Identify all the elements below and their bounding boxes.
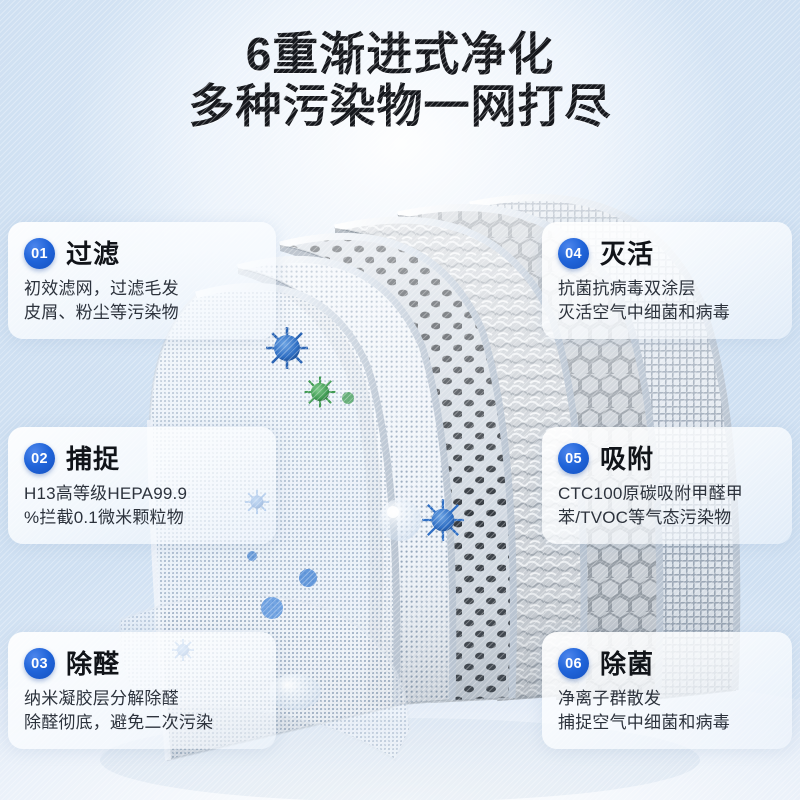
feature-badge-05: 05 xyxy=(558,443,589,474)
feature-title-05: 吸附 xyxy=(600,443,655,474)
page-title: 6重渐进式净化 多种污染物一网打尽 xyxy=(0,28,800,133)
dust-particle xyxy=(247,551,257,561)
feature-card-03-head: 03 除醛 xyxy=(24,648,260,679)
dust-particle xyxy=(261,597,283,619)
feature-card-06-head: 06 除菌 xyxy=(558,648,776,679)
feature-body-05-line-2: 苯/TVOC等气态污染物 xyxy=(558,508,732,528)
virus-green-icon xyxy=(304,376,336,408)
feature-card-03[interactable]: 03 除醛 纳米凝胶层分解除醛 除醛彻底，避免二次污染 xyxy=(8,632,276,750)
feature-body-05-line-1: CTC100原碳吸附甲醛甲 xyxy=(558,484,743,503)
feature-title-04: 灭活 xyxy=(600,238,655,269)
feature-card-05[interactable]: 05 吸附 CTC100原碳吸附甲醛甲 苯/TVOC等气态污染物 xyxy=(542,427,792,545)
feature-body-02-line-1: H13高等级HEPA99.9 xyxy=(24,484,188,503)
feature-badge-02: 02 xyxy=(24,443,55,474)
feature-badge-03: 03 xyxy=(24,648,55,679)
feature-title-01: 过滤 xyxy=(66,238,121,269)
feature-body-02-line-2: %拦截0.1微米颗粒物 xyxy=(24,508,184,528)
feature-body-03-line-2: 除醛彻底，避免二次污染 xyxy=(24,713,214,733)
feature-body-04: 抗菌抗病毒双涂层 灭活空气中细菌和病毒 xyxy=(558,277,776,325)
virus-blue-icon-2 xyxy=(422,499,464,541)
feature-card-01[interactable]: 01 过滤 初效滤网，过滤毛发 皮屑、粉尘等污染物 xyxy=(8,222,276,340)
feature-body-06-line-1: 净离子群散发 xyxy=(558,689,662,708)
feature-body-03: 纳米凝胶层分解除醛 除醛彻底，避免二次污染 xyxy=(24,687,260,735)
dust-particle xyxy=(342,392,354,404)
feature-title-06: 除菌 xyxy=(600,648,655,679)
feature-title-02: 捕捉 xyxy=(66,443,121,474)
feature-badge-04: 04 xyxy=(558,238,589,269)
feature-card-04-head: 04 灭活 xyxy=(558,238,776,269)
feature-card-02-head: 02 捕捉 xyxy=(24,443,260,474)
feature-body-01: 初效滤网，过滤毛发 皮屑、粉尘等污染物 xyxy=(24,277,260,325)
feature-card-02[interactable]: 02 捕捉 H13高等级HEPA99.9 %拦截0.1微米颗粒物 xyxy=(8,427,276,545)
feature-body-03-line-1: 纳米凝胶层分解除醛 xyxy=(24,689,179,708)
feature-body-06: 净离子群散发 捕捉空气中细菌和病毒 xyxy=(558,687,776,735)
dust-particle xyxy=(299,569,317,587)
feature-badge-06: 06 xyxy=(558,648,589,679)
feature-body-04-line-2: 灭活空气中细菌和病毒 xyxy=(558,303,730,323)
feature-card-04[interactable]: 04 灭活 抗菌抗病毒双涂层 灭活空气中细菌和病毒 xyxy=(542,222,792,340)
headline-line-2: 多种污染物一网打尽 xyxy=(188,80,612,133)
water-droplet xyxy=(269,674,321,710)
feature-card-01-head: 01 过滤 xyxy=(24,238,260,269)
feature-body-05: CTC100原碳吸附甲醛甲 苯/TVOC等气态污染物 xyxy=(558,482,776,530)
water-droplet xyxy=(379,499,421,541)
feature-body-06-line-2: 捕捉空气中细菌和病毒 xyxy=(558,713,730,733)
feature-card-06[interactable]: 06 除菌 净离子群散发 捕捉空气中细菌和病毒 xyxy=(542,632,792,750)
feature-body-04-line-1: 抗菌抗病毒双涂层 xyxy=(558,279,696,298)
feature-title-03: 除醛 xyxy=(66,648,121,679)
virus-blue-icon xyxy=(266,327,308,369)
headline-line-1: 6重渐进式净化 xyxy=(245,28,555,80)
feature-body-02: H13高等级HEPA99.9 %拦截0.1微米颗粒物 xyxy=(24,482,260,530)
feature-card-05-head: 05 吸附 xyxy=(558,443,776,474)
feature-body-01-line-1: 初效滤网，过滤毛发 xyxy=(24,279,179,298)
feature-body-01-line-2: 皮屑、粉尘等污染物 xyxy=(24,303,179,323)
feature-badge-01: 01 xyxy=(24,238,55,269)
water-droplet xyxy=(387,506,399,518)
